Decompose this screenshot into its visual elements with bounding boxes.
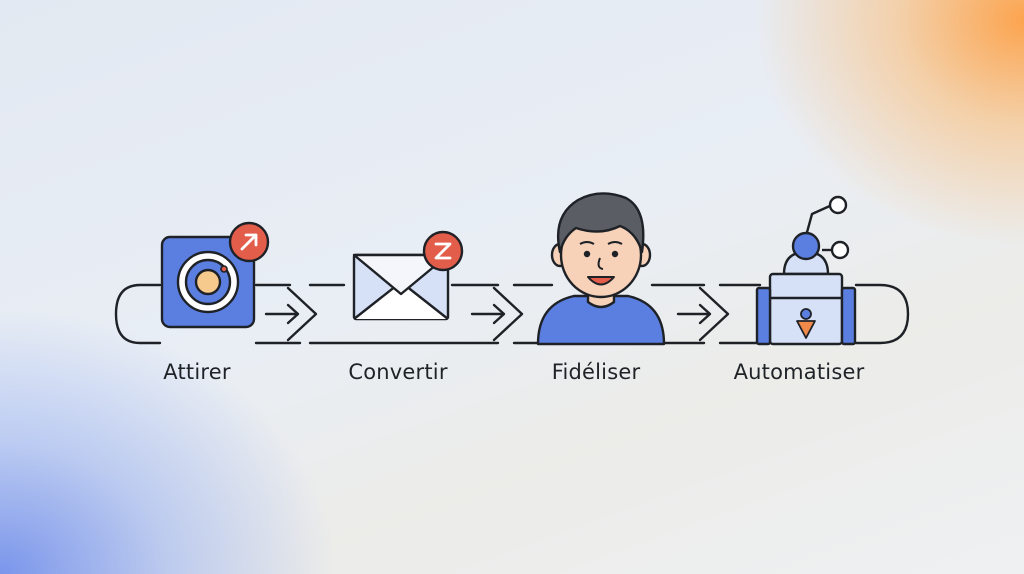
letter-z-icon — [422, 230, 464, 272]
track-right-cap — [854, 283, 910, 345]
arrow-up-right-icon — [228, 221, 270, 263]
camera-lens-icon — [160, 221, 270, 329]
arrow-right-icon-3 — [676, 303, 712, 325]
chevron-3 — [698, 286, 730, 342]
step-label-fideliser: Fidéliser — [551, 360, 641, 384]
chevron-1 — [286, 286, 318, 342]
chevron-2 — [492, 286, 524, 342]
arrow-right-icon-1 — [264, 303, 300, 325]
step-label-attirer: Attirer — [163, 360, 231, 384]
robot-icon — [755, 195, 857, 346]
track-left-cap — [114, 283, 162, 345]
envelope-icon — [352, 230, 464, 321]
step-label-convertir: Convertir — [348, 360, 448, 384]
smiling-person-icon — [536, 192, 666, 346]
arrow-right-icon-2 — [470, 303, 506, 325]
step-label-automatiser: Automatiser — [733, 360, 865, 384]
